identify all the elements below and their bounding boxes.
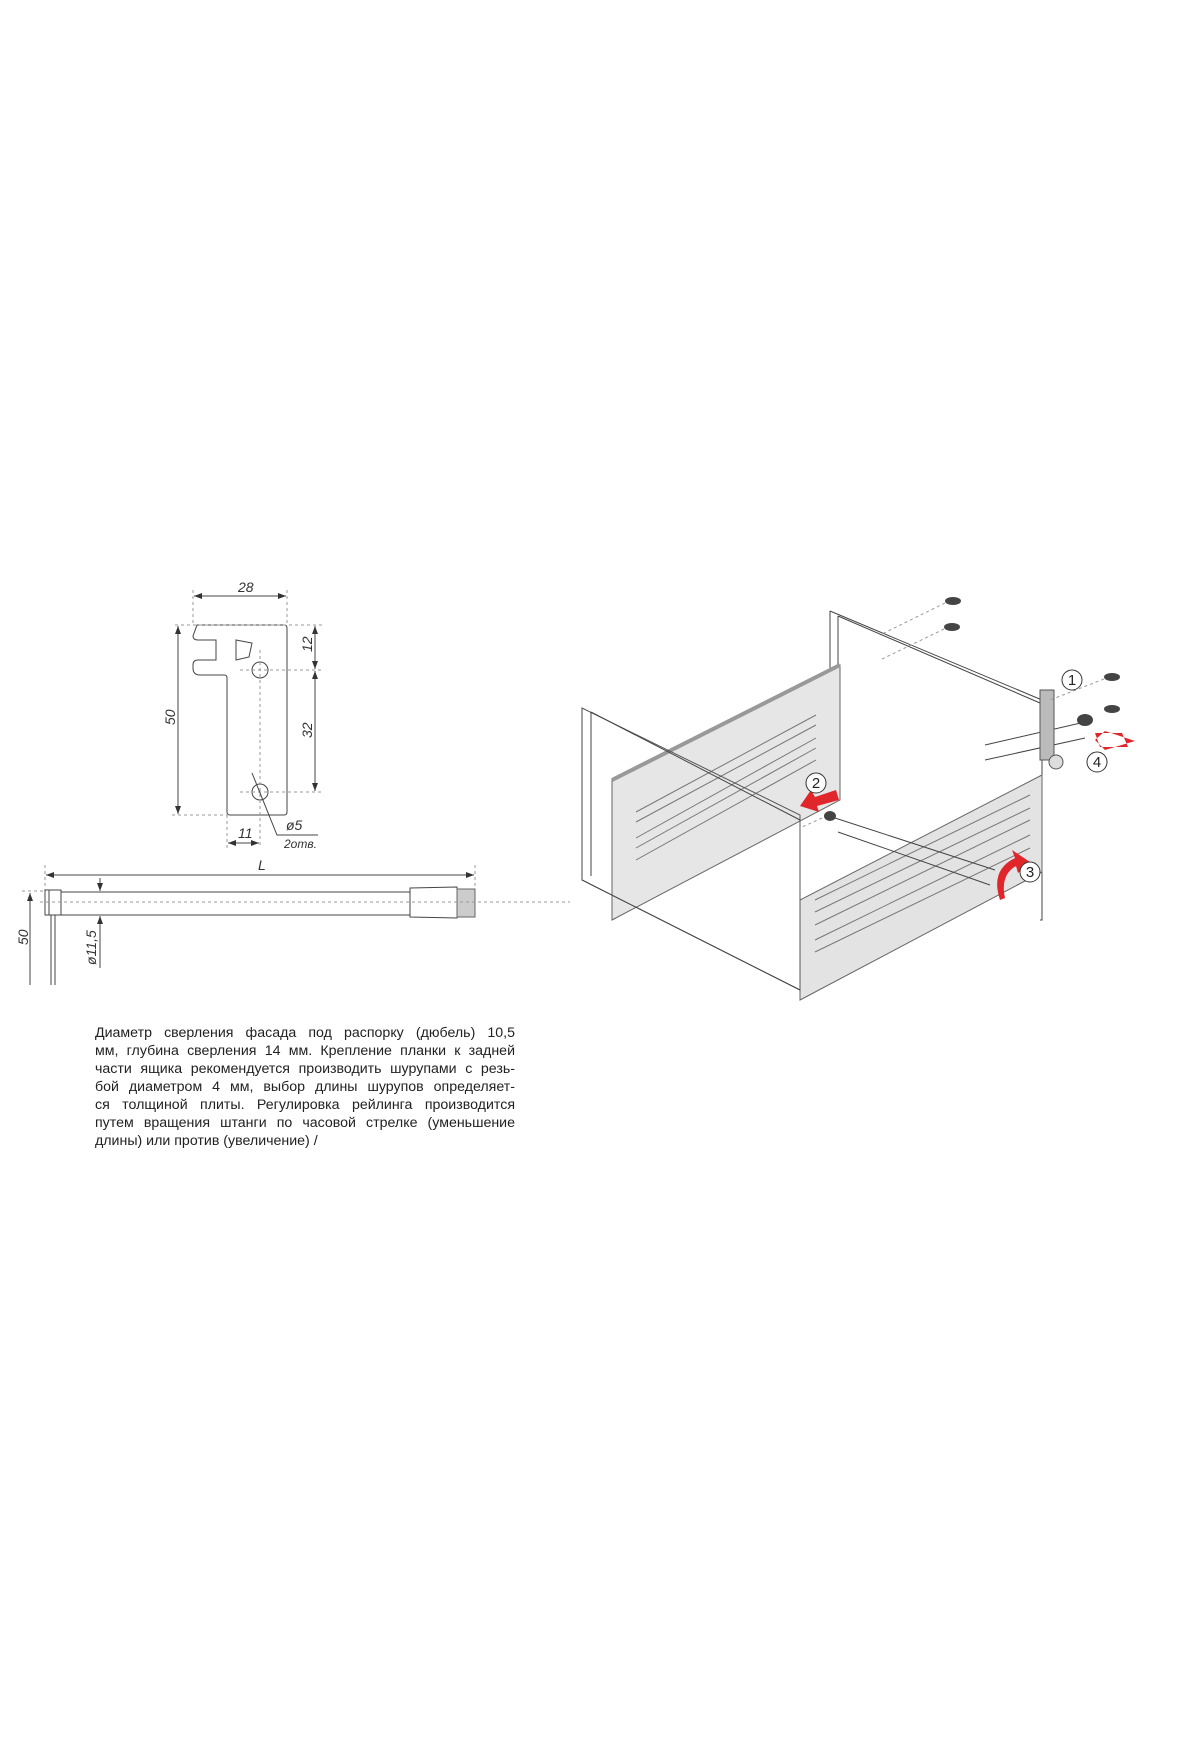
description-line: мм, глубина сверления 14 мм. Крепление п… (95, 1043, 515, 1059)
svg-text:2: 2 (812, 775, 820, 792)
step-2: 2 (805, 772, 827, 794)
dim-height: 50 (162, 709, 178, 725)
svg-text:1: 1 (1068, 672, 1076, 689)
dim-length: L (258, 857, 266, 873)
drawer-assembly: 1 2 3 4 (581, 597, 1135, 1001)
description-line: длины) или против (увеличение) / (95, 1133, 318, 1149)
dim-diameter: ø11,5 (83, 930, 99, 965)
description-line: путем вращения штанги по часовой стрелке… (95, 1115, 515, 1131)
description-line: бой диаметром 4 мм, выбор длины шурупов … (95, 1079, 515, 1095)
svg-text:3: 3 (1026, 864, 1034, 881)
description-line: Диаметр сверления фасада под распорку (д… (95, 1025, 515, 1041)
dim-hole-diameter: ø5 (286, 817, 303, 833)
dim-width: 28 (237, 579, 254, 595)
rod-drawing: L ø11,5 50 (15, 857, 570, 985)
description-line: ся толщиной плиты. Регулировка рейлинга … (95, 1097, 515, 1113)
description-line: части ящика рекомендуется производить шу… (95, 1061, 515, 1077)
step-4: 4 (1086, 751, 1108, 773)
step-arrows (800, 731, 1135, 900)
installation-description: Диаметр сверления фасада под распорку (д… (95, 1024, 515, 1150)
svg-text:4: 4 (1093, 754, 1101, 771)
dim-hole-count: 2отв. (283, 837, 317, 851)
dim-hole-spacing: 32 (299, 722, 315, 738)
step-1: 1 (1061, 669, 1083, 691)
dim-rod-height: 50 (15, 929, 31, 945)
step-3: 3 (1019, 861, 1041, 883)
bracket-drawing: 28 50 12 32 11 ø5 2отв. (162, 579, 322, 851)
dim-hole-offset: 11 (238, 825, 253, 841)
dim-top-offset: 12 (299, 636, 315, 652)
